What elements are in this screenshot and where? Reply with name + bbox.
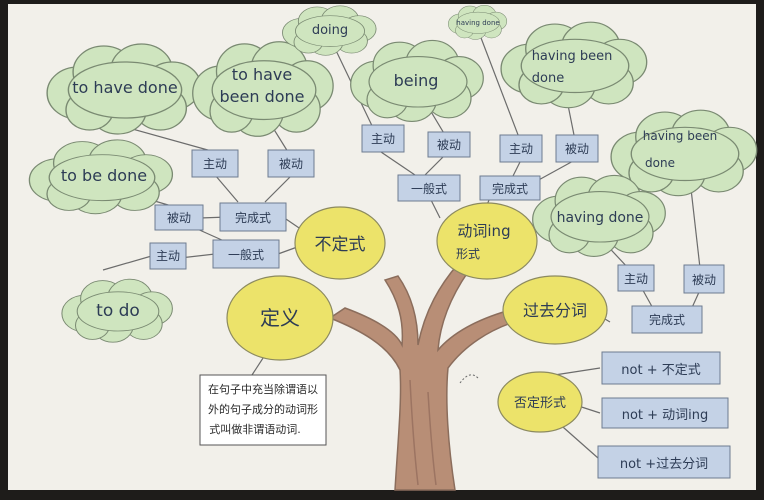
node-text-negative: 否定形式 <box>514 396 566 411</box>
cloud-text-doing: doing <box>312 23 348 38</box>
circle-infinitive <box>294 206 386 280</box>
box-inf-simple-active <box>149 242 187 270</box>
label-ger-passive: 被动 <box>437 138 461 152</box>
node-text-past-participle: 过去分词 <box>523 301 587 320</box>
cloud-text-to-have: to have <box>232 65 292 84</box>
label-inf-active: 主动 <box>203 157 227 171</box>
box-neg-2 <box>601 397 729 429</box>
label-ger-perfect-passive: 被动 <box>565 142 589 156</box>
cloud-text-having-done-right: having done <box>557 210 644 226</box>
box-neg-1 <box>601 351 721 385</box>
circle-past-participle <box>502 275 608 345</box>
definition-line-1: 在句子中充当除谓语以 <box>208 382 318 396</box>
box-inf-simple <box>212 239 280 269</box>
node-text-gerund-2: 形式 <box>456 247 480 261</box>
label-boxes <box>149 124 731 479</box>
box-pp-passive <box>683 264 725 294</box>
definition-line-3: 式叫做非谓语动词. <box>209 422 301 436</box>
circle-gerund <box>436 202 538 280</box>
box-ger-perfect-active <box>499 134 543 163</box>
node-text-infinitive: 不定式 <box>315 235 366 255</box>
label-ger-perfect: 完成式 <box>492 181 528 196</box>
tree-trunk <box>328 262 515 491</box>
label-neg-3: not +过去分词 <box>620 457 708 472</box>
cloud-text-having-done-top: having done <box>456 19 499 27</box>
label-neg-1: not + 不定式 <box>621 363 700 378</box>
box-ger-simple <box>397 174 461 202</box>
label-inf-simple: 一般式 <box>228 247 264 262</box>
box-ger-perfect <box>479 175 541 201</box>
definition-box <box>199 374 327 446</box>
label-inf-perfect: 完成式 <box>235 210 271 225</box>
definition-line-2: 外的句子成分的动词形 <box>208 402 318 416</box>
node-text-definition: 定义 <box>260 306 300 330</box>
label-ger-simple: 一般式 <box>411 181 447 196</box>
label-pp-perfect: 完成式 <box>649 312 685 327</box>
circle-negative <box>497 371 583 433</box>
cloud-text-to-do: to do <box>96 301 140 321</box>
label-inf-passive: 被动 <box>279 157 303 171</box>
cloud-text-having-been-top: having been <box>532 49 613 64</box>
box-inf-active <box>191 149 239 178</box>
node-text-gerund-1: 动词ing <box>457 222 510 240</box>
cloud-text-to-have-done: to have done <box>72 78 177 97</box>
circle-definition <box>226 275 334 361</box>
yellow-nodes <box>226 202 608 433</box>
box-pp-perfect <box>631 305 703 334</box>
label-inf-perfect-passive: 被动 <box>167 211 191 225</box>
box-ger-active <box>361 124 405 153</box>
cloud-text-done-right: done <box>645 156 675 170</box>
label-pp-passive: 被动 <box>692 273 716 287</box>
label-inf-simple-active: 主动 <box>156 249 180 263</box>
cloud-text-done-top: done <box>532 71 564 86</box>
box-ger-perfect-passive <box>555 134 599 163</box>
box-pp-active <box>617 264 655 292</box>
trunk-texture <box>409 379 437 486</box>
label-pp-active: 主动 <box>624 272 648 286</box>
cloud-text-having-been-right: having been <box>643 129 717 143</box>
box-inf-passive <box>267 149 315 178</box>
box-ger-passive <box>427 131 471 158</box>
cloud-text-been-done: been done <box>220 87 305 106</box>
box-inf-perfect <box>219 202 287 232</box>
box-neg-3 <box>597 445 731 479</box>
cloud-text-being: being <box>394 71 439 90</box>
box-inf-perfect-passive <box>154 204 204 231</box>
trunk-dashed-mark <box>459 374 479 384</box>
label-neg-2: not + 动词ing <box>622 408 709 423</box>
label-ger-active: 主动 <box>371 132 395 146</box>
cloud-text-to-be-done: to be done <box>61 166 147 185</box>
label-ger-perfect-active: 主动 <box>509 142 533 156</box>
